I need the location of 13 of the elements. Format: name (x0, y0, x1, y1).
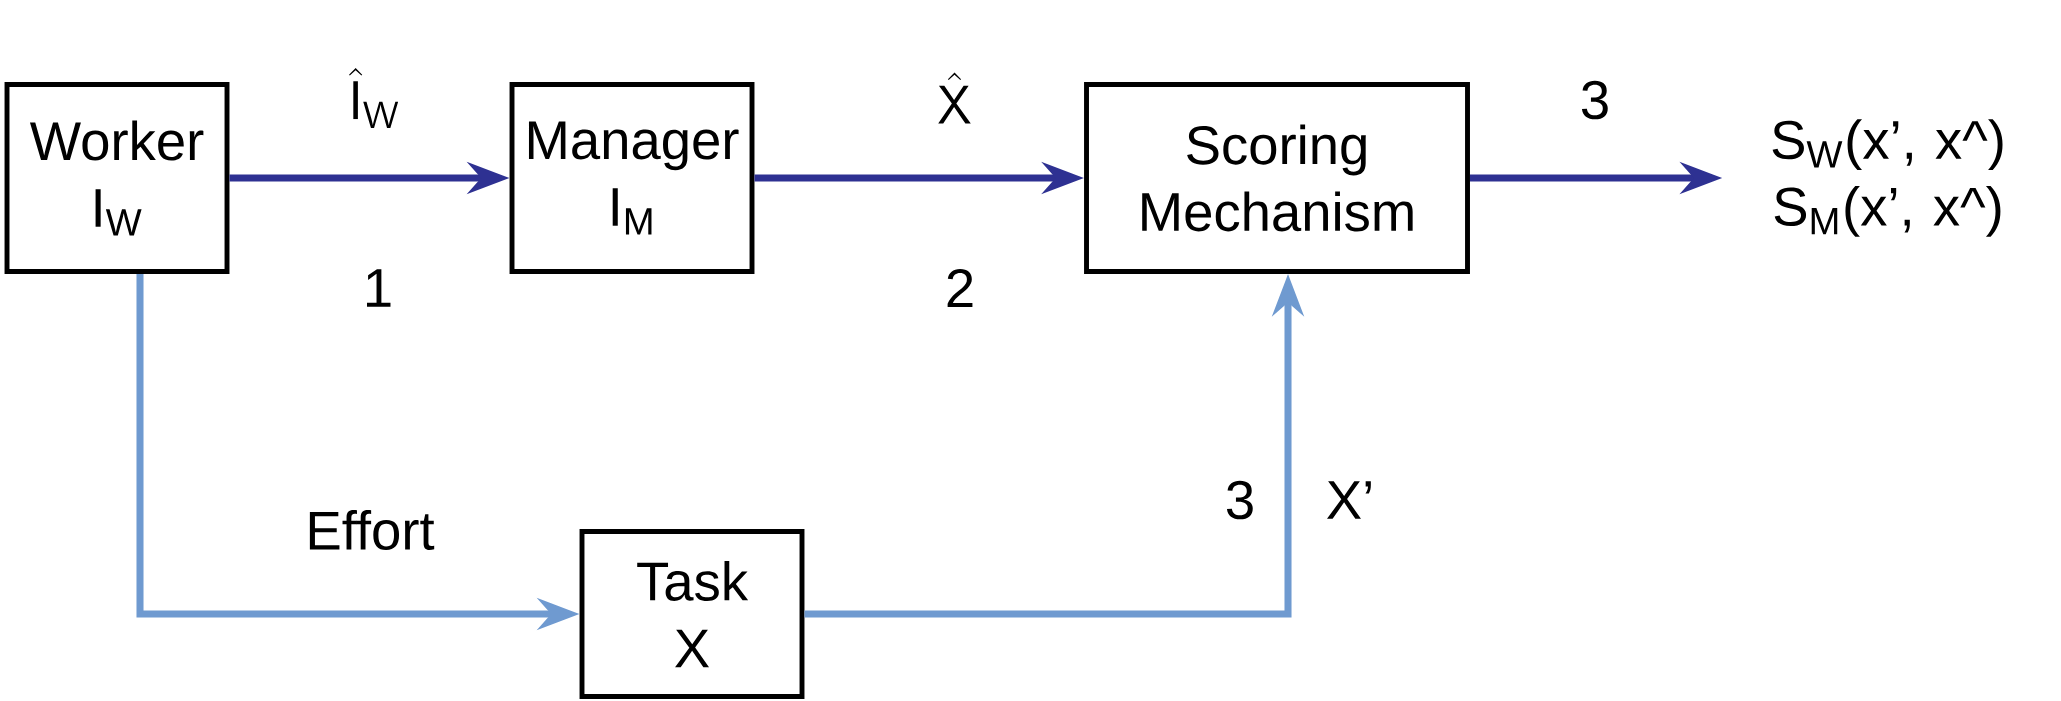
edge-label: $\hat{\mathsf{I}}_{\mathsf{W}}$ (349, 67, 399, 129)
output-text: S$_{W}$(x’, x^) S$_{M}$(x’, x^) (1772, 119, 2003, 237)
process-box: Scoring Mechanism (1084, 82, 1470, 274)
step-number: 3 (1226, 480, 1253, 520)
process-box: Worker I$_{W}$ (4, 82, 230, 274)
process-box: Manager I$_{M}$ (509, 82, 755, 274)
edge-label: X’ (1327, 481, 1371, 519)
edge-label: Effort (309, 510, 435, 550)
edge-label: 3 (1581, 80, 1608, 120)
step-number: 2 (947, 269, 973, 307)
step-number: 1 (367, 269, 391, 307)
edge-label: $\hat{\mathsf{X}}$ (938, 72, 971, 124)
process-box: Task X (579, 529, 805, 699)
